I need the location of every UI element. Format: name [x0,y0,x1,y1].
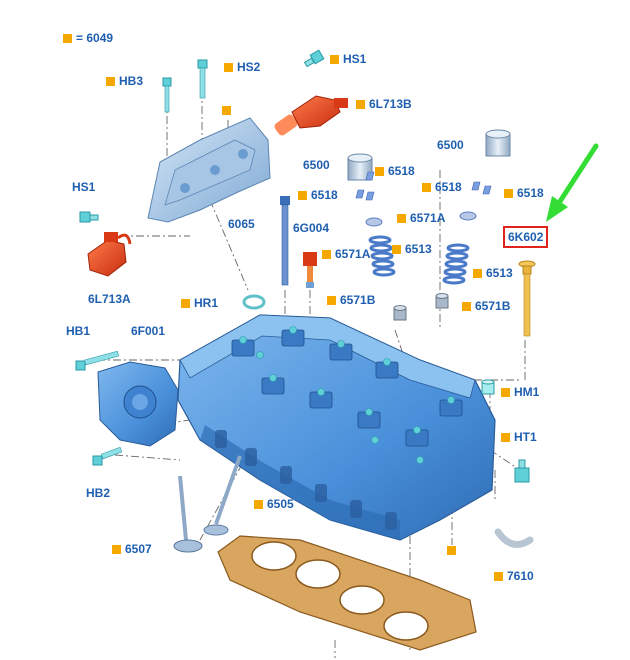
keepers-right [471,181,492,195]
callout-6f001: 6F001 [131,324,166,338]
sensor-ht1 [514,459,530,483]
callout-hb2: HB2 [86,486,111,500]
callout-6500-right: 6500 [437,138,464,152]
callout-square-icon [392,245,401,254]
callout-6518-d: 6518 [504,186,544,200]
callout-hr1: HR1 [181,296,218,310]
callout-6571a-left: 6571A [322,247,370,261]
head-bolts-cyan [239,326,455,464]
callout-6065: 6065 [228,217,255,231]
callout-6518-c: 6518 [422,180,462,194]
callout-6518-b: 6518 [298,188,338,202]
seal-right [435,293,449,309]
valve-6505 [203,455,242,536]
callout-6518-a: 6518 [375,164,415,178]
head-gasket [217,535,477,651]
bolt-6k602 [518,260,536,337]
valve-6507 [173,475,203,553]
callout-square-icon [397,214,406,223]
callout-square-icon [181,299,190,308]
legend-6049: = 6049 [63,31,113,45]
sensor-6l713a [87,232,132,277]
bolt-hs1-left [79,211,99,223]
callout-6l713b: 6L713B [356,97,412,111]
head-side-ports [215,430,397,530]
sensor-6l713b [274,95,348,136]
bolt-6065 [280,196,290,286]
housing-6f001 [97,361,179,447]
callout-square-icon [494,572,503,581]
callout-square-icon [298,191,307,200]
bolt-hb3 [162,77,172,113]
callout-square-icon [112,545,121,554]
callout-6l713a: 6L713A [88,292,131,306]
callout-square-icon [327,296,336,305]
callout-square-icon [501,433,510,442]
callout-square-icon [322,250,331,259]
callout-6g004: 6G004 [293,221,330,235]
callout-6571a-right: 6571A [397,211,445,225]
callout-square-icon [473,269,482,278]
callout-hm1: HM1 [501,385,539,399]
callout-6507: 6507 [112,542,152,556]
callout-ht1: HT1 [501,430,537,444]
callout-square-icon [254,500,263,509]
callout-6513-right: 6513 [473,266,513,280]
callout-hs2: HS2 [224,60,260,74]
callout-square-icon [106,77,115,86]
callout-square-icon [501,388,510,397]
callout-square-icon [375,167,384,176]
cam-cover-part [147,117,271,223]
bucket-tappet-right [485,129,511,157]
callout-6571b-right: 6571B [462,299,510,313]
callout-square-icon [447,546,456,555]
callout-hs1-top: HS1 [330,52,366,66]
callout-6k602-highlighted: 6K602 [503,226,549,248]
callout-square-icon [462,302,471,311]
ring-hr1 [242,294,266,310]
green-arrow-icon [546,143,599,222]
spring-left [368,235,396,277]
callout-square-icon [224,63,233,72]
callout-hb1: HB1 [66,324,91,338]
callout-hb3: HB3 [106,74,143,88]
bolt-hb2 [92,446,123,466]
callout-6500-left: 6500 [303,158,330,172]
hose-7610 [494,528,534,548]
callout-6513-left: 6513 [392,242,432,256]
callout-square-icon [356,100,365,109]
bolt-hb1 [75,350,119,371]
retainer-left [365,217,383,227]
callout-square-icon [222,106,231,115]
keepers-left [355,171,375,201]
seal-left [393,305,407,321]
callout-square-icon [422,183,431,192]
bolt-hs1-top [303,49,325,68]
callout-6571b-left: 6571B [327,293,375,307]
retainer-right [459,211,477,221]
spring-right [442,243,470,285]
plug-hm1 [481,379,495,395]
bolt-hs2 [197,59,208,99]
cam-journals [231,329,463,447]
callout-6505: 6505 [254,497,294,511]
sensor-6g004 [303,252,317,288]
legend-square-icon [63,34,72,43]
callout-square-icon [330,55,339,64]
callout-cover-square [222,103,235,117]
callout-7610: 7610 [494,569,534,583]
callout-square-icon [504,189,513,198]
bucket-tappet-left [347,153,373,181]
callout-hs1-left: HS1 [72,180,96,194]
callout-head-square [447,543,460,557]
